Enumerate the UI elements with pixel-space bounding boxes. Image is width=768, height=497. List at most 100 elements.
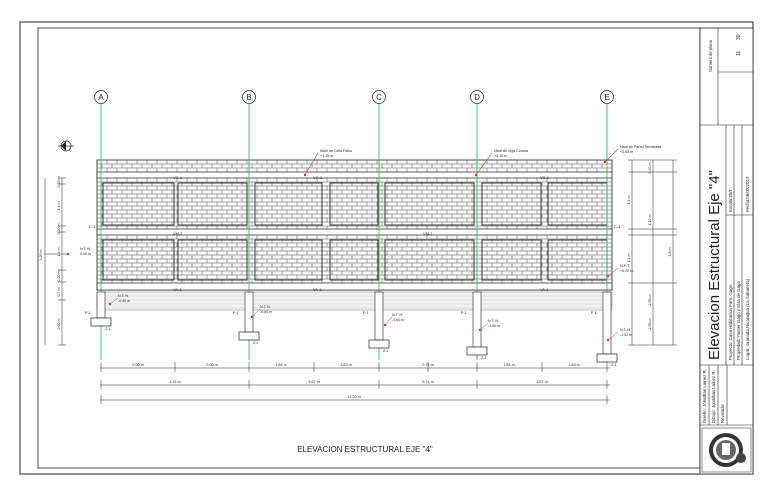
dimension-label: 0.20 m — [57, 271, 61, 282]
right-dimension-chain: 0.40 m1.4 m1.10 m1.4 m2.55 m4.6 m2.55 m — [627, 159, 677, 346]
dimension-label: 1.83 m — [340, 363, 352, 367]
designed-by: Diseño: Jonathan Lainez R. — [702, 369, 707, 423]
floor-note: N.P. T. — [620, 264, 630, 268]
dimension-label: 1.83 m — [568, 363, 580, 367]
dimension-label: 1.10 m — [648, 215, 652, 226]
ground-note: N.T. N. — [392, 313, 403, 317]
infill-panel — [329, 239, 379, 281]
drawn-by: Dibujo: Jonathan Lainez R. — [711, 370, 716, 423]
ground-note-value: -0.40 m — [118, 299, 130, 303]
pedestal — [374, 291, 384, 341]
infill-panel — [481, 239, 542, 281]
infill-panel — [177, 239, 248, 281]
ground-note-value: -1.50 m — [488, 324, 500, 328]
grid-axis-label: A — [98, 93, 104, 102]
dimension-label: 4.20 m — [39, 250, 43, 261]
dimension-label: 1.4 m — [627, 196, 631, 205]
infill-panel — [254, 239, 323, 281]
reviewed-by: Revisado: — [720, 403, 725, 423]
infill-panel — [254, 182, 323, 226]
dimension-label: 2.55 m — [648, 319, 652, 330]
footing-label: Z-1 — [611, 363, 616, 367]
level-note-wall-top: Nivel de Pared Terminada — [620, 145, 661, 149]
level-note-crown-beam-value: +3.15 m — [494, 154, 507, 158]
footing — [466, 346, 488, 356]
sheet-total: 30 — [736, 34, 742, 40]
grid-axis-label: E — [604, 93, 609, 102]
infill-panel — [329, 182, 379, 226]
infill-panel — [102, 239, 175, 281]
dimension-total: 14.20 m — [347, 395, 361, 399]
pedestal — [472, 291, 482, 348]
dimension-label: 0.74 m — [422, 363, 434, 367]
dimension-label: 1.84 m — [275, 363, 287, 367]
grid-axis-bubble — [94, 90, 108, 104]
date: Fecha:08/02/2019 — [745, 176, 750, 212]
grid-axis-label: D — [474, 93, 480, 102]
pedestal — [244, 291, 254, 333]
institution-seal-icon — [701, 427, 752, 473]
sheet-number: 11 — [736, 51, 742, 56]
dimension-label: 0.74 m — [422, 380, 434, 384]
ground-note: N.T. N. — [80, 247, 91, 251]
grid-axis-label: B — [246, 93, 251, 102]
ground-note: N.T. N. — [488, 319, 499, 323]
beam-label-va: VA-1 — [540, 287, 549, 292]
drawing-caption: ELEVACION ESTRUCTURAL EJE "4" — [297, 445, 433, 454]
footing — [596, 353, 618, 363]
level-note-ceiling-value: +3.15 m — [320, 154, 333, 158]
ground-note: N.T. N. — [620, 328, 631, 332]
footing — [368, 339, 390, 349]
ground-note-value: -1.00 m — [392, 318, 404, 322]
infill-panel — [102, 182, 175, 226]
grid-axis-label: C — [376, 93, 382, 102]
dimension-label: 0.60 m — [57, 319, 61, 330]
dimension-label: 4.11 m — [169, 380, 180, 384]
pedestal-label: P-1 — [363, 311, 369, 315]
title-block: Numero de plano 11 30 Elevacion Estructu… — [699, 27, 754, 475]
base-beam — [96, 282, 613, 291]
pedestal-label: P-1 — [591, 311, 597, 315]
section-symbol-icon — [58, 140, 74, 152]
footing-label: Z-1 — [105, 327, 110, 331]
infill-panel — [481, 182, 542, 226]
infill-panel — [384, 239, 475, 281]
infill-panel — [177, 182, 248, 226]
footing-label: Z-1 — [481, 356, 486, 360]
grid-axis-bubble — [242, 90, 256, 104]
pedestal — [96, 291, 106, 319]
column-label: C-1 — [614, 224, 621, 229]
dimension-label: 0.20 m — [57, 224, 61, 235]
pedestal-label: P-1 — [233, 311, 239, 315]
dimension-label: 1.4 m — [627, 254, 631, 263]
dimension-label: 2.55 m — [648, 295, 652, 306]
dimension-label: 3.67 m — [308, 380, 320, 384]
beam-label-vc: VC-1 — [173, 175, 183, 180]
pedestal-label: P-1 — [85, 311, 91, 315]
beam-label-vm: VM-1 — [173, 231, 183, 236]
ground-notes: N.T. N. 0.00 m N.T. N. -0.40 m N.T. N. -… — [44, 247, 633, 342]
level-notes: Nivel de Cielo Falso +3.15 m Nivel de Vi… — [303, 145, 661, 177]
dimension-label: 3.67 m — [536, 380, 548, 384]
project-name: Proyecto: Casa Habitacion Fam. Gago — [728, 284, 733, 360]
dimension-label: 0.25 m — [57, 177, 61, 188]
mid-beam — [96, 228, 613, 236]
footings: P-1Z-1P-1Z-1P-1Z-1P-1Z-1P-1Z-1 — [85, 291, 618, 367]
dimension-label: 1.4 m — [57, 202, 61, 211]
dimension-label: 4.6 m — [668, 248, 672, 257]
wall-elevation — [96, 159, 613, 311]
column-label: C-1 — [89, 224, 96, 229]
ground-note: N.T. N. — [118, 294, 129, 298]
footing — [90, 317, 112, 327]
beam-label-vm: VM-1 — [423, 231, 433, 236]
sheet-number-label: Numero de plano — [708, 39, 713, 72]
crown-beam — [96, 171, 613, 179]
pedestal-label: P-1 — [461, 311, 467, 315]
beam-label-vc: VC-1 — [313, 175, 323, 180]
beam-label-va: VA-1 — [313, 287, 322, 292]
infill-panel — [384, 182, 475, 226]
level-note-crown-beam: Nivel de Viga Corona — [494, 149, 528, 153]
grid-axis-bubble — [470, 90, 484, 104]
